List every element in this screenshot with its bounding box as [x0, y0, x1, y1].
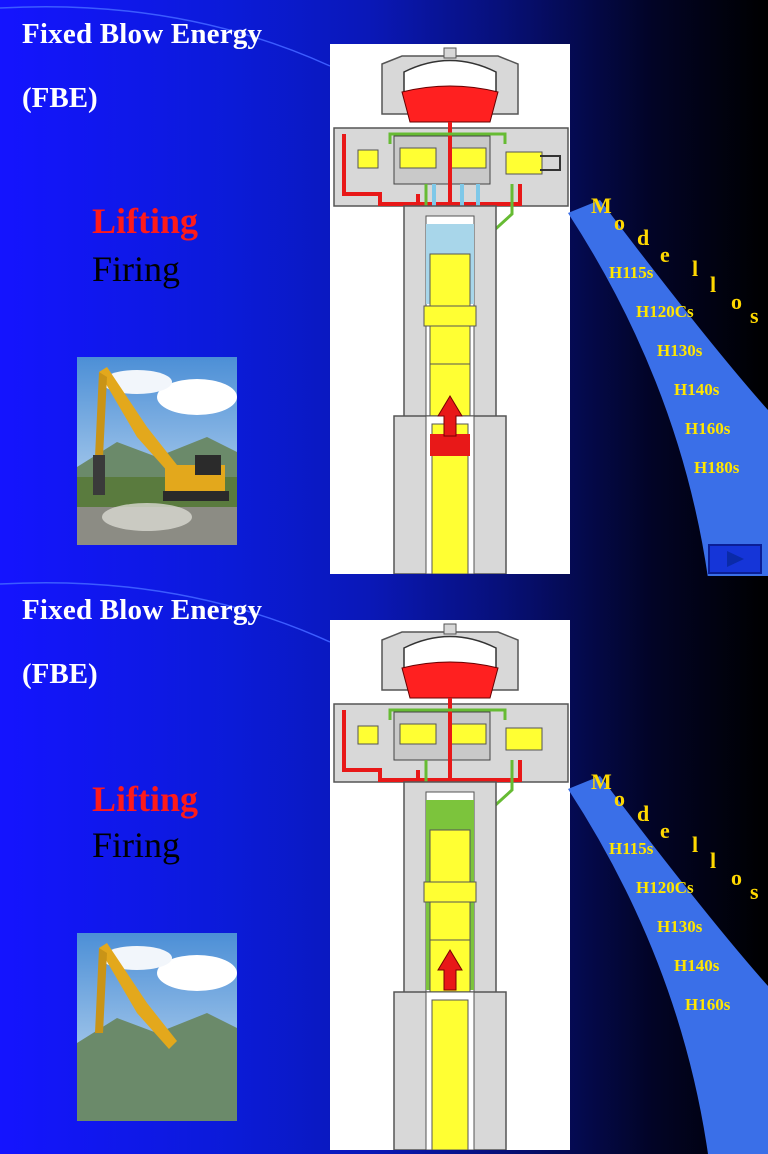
title-swoosh-decoration: [0, 582, 331, 643]
model-link-h115s[interactable]: H115s: [609, 263, 654, 282]
modelos-letter-1: M: [591, 193, 612, 218]
next-slide-button[interactable]: [708, 544, 762, 574]
modelos-letter-6: l: [710, 272, 717, 297]
model-link-h140s[interactable]: H140s: [674, 380, 720, 399]
modelos-letter-4: e: [660, 242, 670, 267]
modelos-letter-8: s: [750, 303, 759, 328]
modelos-letter-4: e: [660, 818, 670, 843]
modelos-letter-7: o: [731, 865, 742, 890]
excavator-breaker-photo: [77, 357, 237, 545]
modelos-letter-1: M: [591, 769, 612, 794]
state-firing-label: Firing: [92, 249, 181, 289]
hammer-hydraulic-diagram: [330, 620, 570, 1151]
model-link-h180s[interactable]: H180s: [694, 458, 740, 477]
excavator-breaker-photo: [77, 933, 237, 1121]
model-link-h140s[interactable]: H140s: [674, 956, 720, 975]
hammer-hydraulic-diagram: [330, 44, 570, 575]
model-link-h160s[interactable]: H160s: [685, 995, 731, 1014]
modelos-letter-2: o: [614, 786, 625, 811]
slide-subtitle: (FBE): [22, 658, 98, 690]
modelos-letter-5: l: [692, 256, 699, 281]
modelos-letter-2: o: [614, 210, 625, 235]
slide-1: Fixed Blow Energy (FBE) Lifting Firing: [0, 0, 768, 578]
slide-title: Fixed Blow Energy: [22, 18, 263, 50]
modelos-letter-3: d: [637, 225, 650, 250]
model-link-h160s[interactable]: H160s: [685, 419, 731, 438]
model-link-h120cs[interactable]: H120Cs: [636, 878, 694, 897]
modelos-letter-5: l: [692, 832, 699, 857]
model-link-h120cs[interactable]: H120Cs: [636, 302, 694, 321]
model-link-h115s[interactable]: H115s: [609, 839, 654, 858]
slide-2: Fixed Blow Energy (FBE) Lifting Firing: [0, 576, 768, 1154]
modelos-letter-8: s: [750, 879, 759, 904]
state-lifting-label: Lifting: [92, 201, 199, 241]
slide-subtitle: (FBE): [22, 82, 98, 114]
modelos-letter-3: d: [637, 801, 650, 826]
slide-title: Fixed Blow Energy: [22, 594, 263, 626]
state-firing-label: Firing: [92, 825, 181, 865]
state-lifting-label: Lifting: [92, 779, 199, 819]
model-link-h130s[interactable]: H130s: [657, 917, 703, 936]
models-arc-panel: [568, 200, 768, 578]
model-link-h130s[interactable]: H130s: [657, 341, 703, 360]
title-swoosh-decoration: [0, 6, 331, 67]
modelos-letter-6: l: [710, 848, 717, 873]
modelos-letter-7: o: [731, 289, 742, 314]
play-triangle-icon: [727, 551, 744, 567]
